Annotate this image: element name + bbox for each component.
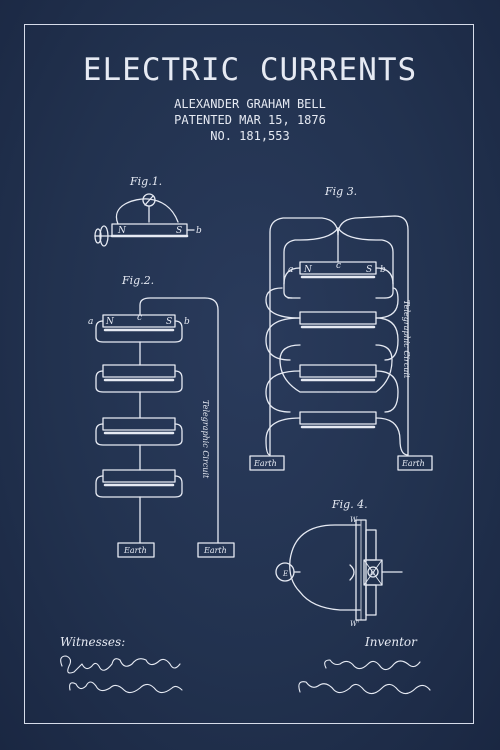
fig4-curve	[289, 524, 361, 611]
fig3-unit	[299, 364, 377, 378]
fig2-unit	[102, 469, 176, 483]
fig3-earth-right	[397, 455, 433, 471]
fig3-unit	[299, 411, 377, 425]
figure-4	[275, 519, 403, 621]
fig1-label: Fig.1.	[129, 175, 162, 188]
fig2-terminal-b: b	[184, 317, 190, 327]
fig2-earth-left-label: Earth	[123, 546, 147, 555]
fig2-pole-n: N	[105, 317, 115, 327]
witness-signature-1	[60, 655, 181, 674]
witnesses-label: Witnesses:	[60, 635, 125, 649]
figure-2	[95, 297, 235, 558]
fig2-earth-right	[197, 542, 235, 558]
inventor-label: Inventor	[364, 635, 418, 649]
fig4-label: Fig. 4.	[331, 498, 368, 511]
fig2-pole-s: S	[166, 317, 172, 327]
fig2-center-c: c	[137, 313, 142, 323]
fig2-unit	[102, 364, 176, 378]
figure-1	[94, 193, 195, 247]
fig3-earth-left-label: Earth	[253, 459, 277, 468]
fig3-unit	[299, 311, 377, 325]
attorney-signature	[298, 681, 431, 695]
fig3-circuit-label: Telegraphic Circuit	[402, 300, 411, 379]
fig3-terminal-b: b	[380, 265, 386, 275]
patent-date: PATENTED MAR 15, 1876	[174, 113, 326, 127]
fig4-label-w-bottom: W'	[350, 620, 359, 628]
fig1-pole-s: S	[176, 226, 182, 236]
poster-border	[24, 24, 474, 724]
fig4-label-b: B	[369, 569, 375, 577]
fig2-earth-left	[117, 542, 155, 558]
fig1-terminal-b: b	[196, 226, 202, 236]
fig4-label-e: E	[282, 570, 288, 578]
fig2-terminal-a: a	[88, 317, 93, 327]
fig3-earth-right-label: Earth	[401, 459, 425, 468]
fig4-label-w-top: W	[350, 516, 358, 524]
fig3-pole-n: N	[303, 265, 313, 275]
fig2-unit	[102, 417, 176, 431]
fig2-circuit-label: Telegraphic Circuit	[201, 400, 210, 479]
inventor-signature	[324, 659, 421, 671]
fig1-pole-n: N	[117, 226, 127, 236]
poster-title: ELECTRIC CURRENTS	[82, 52, 418, 88]
patent-number: NO. 181,553	[210, 129, 290, 143]
witness-signature-2	[69, 681, 183, 694]
fig3-earth-left	[249, 455, 285, 471]
fig3-terminal-a: a	[288, 265, 293, 275]
figure-3	[249, 215, 433, 471]
fig3-center-c: c	[336, 261, 341, 271]
fig2-earth-right-label: Earth	[203, 546, 227, 555]
signatures	[60, 655, 431, 695]
fig2-label: Fig.2.	[121, 274, 154, 287]
fig3-label: Fig 3.	[324, 185, 357, 198]
inventor-name: ALEXANDER GRAHAM BELL	[174, 97, 326, 111]
fig3-pole-s: S	[366, 265, 372, 275]
